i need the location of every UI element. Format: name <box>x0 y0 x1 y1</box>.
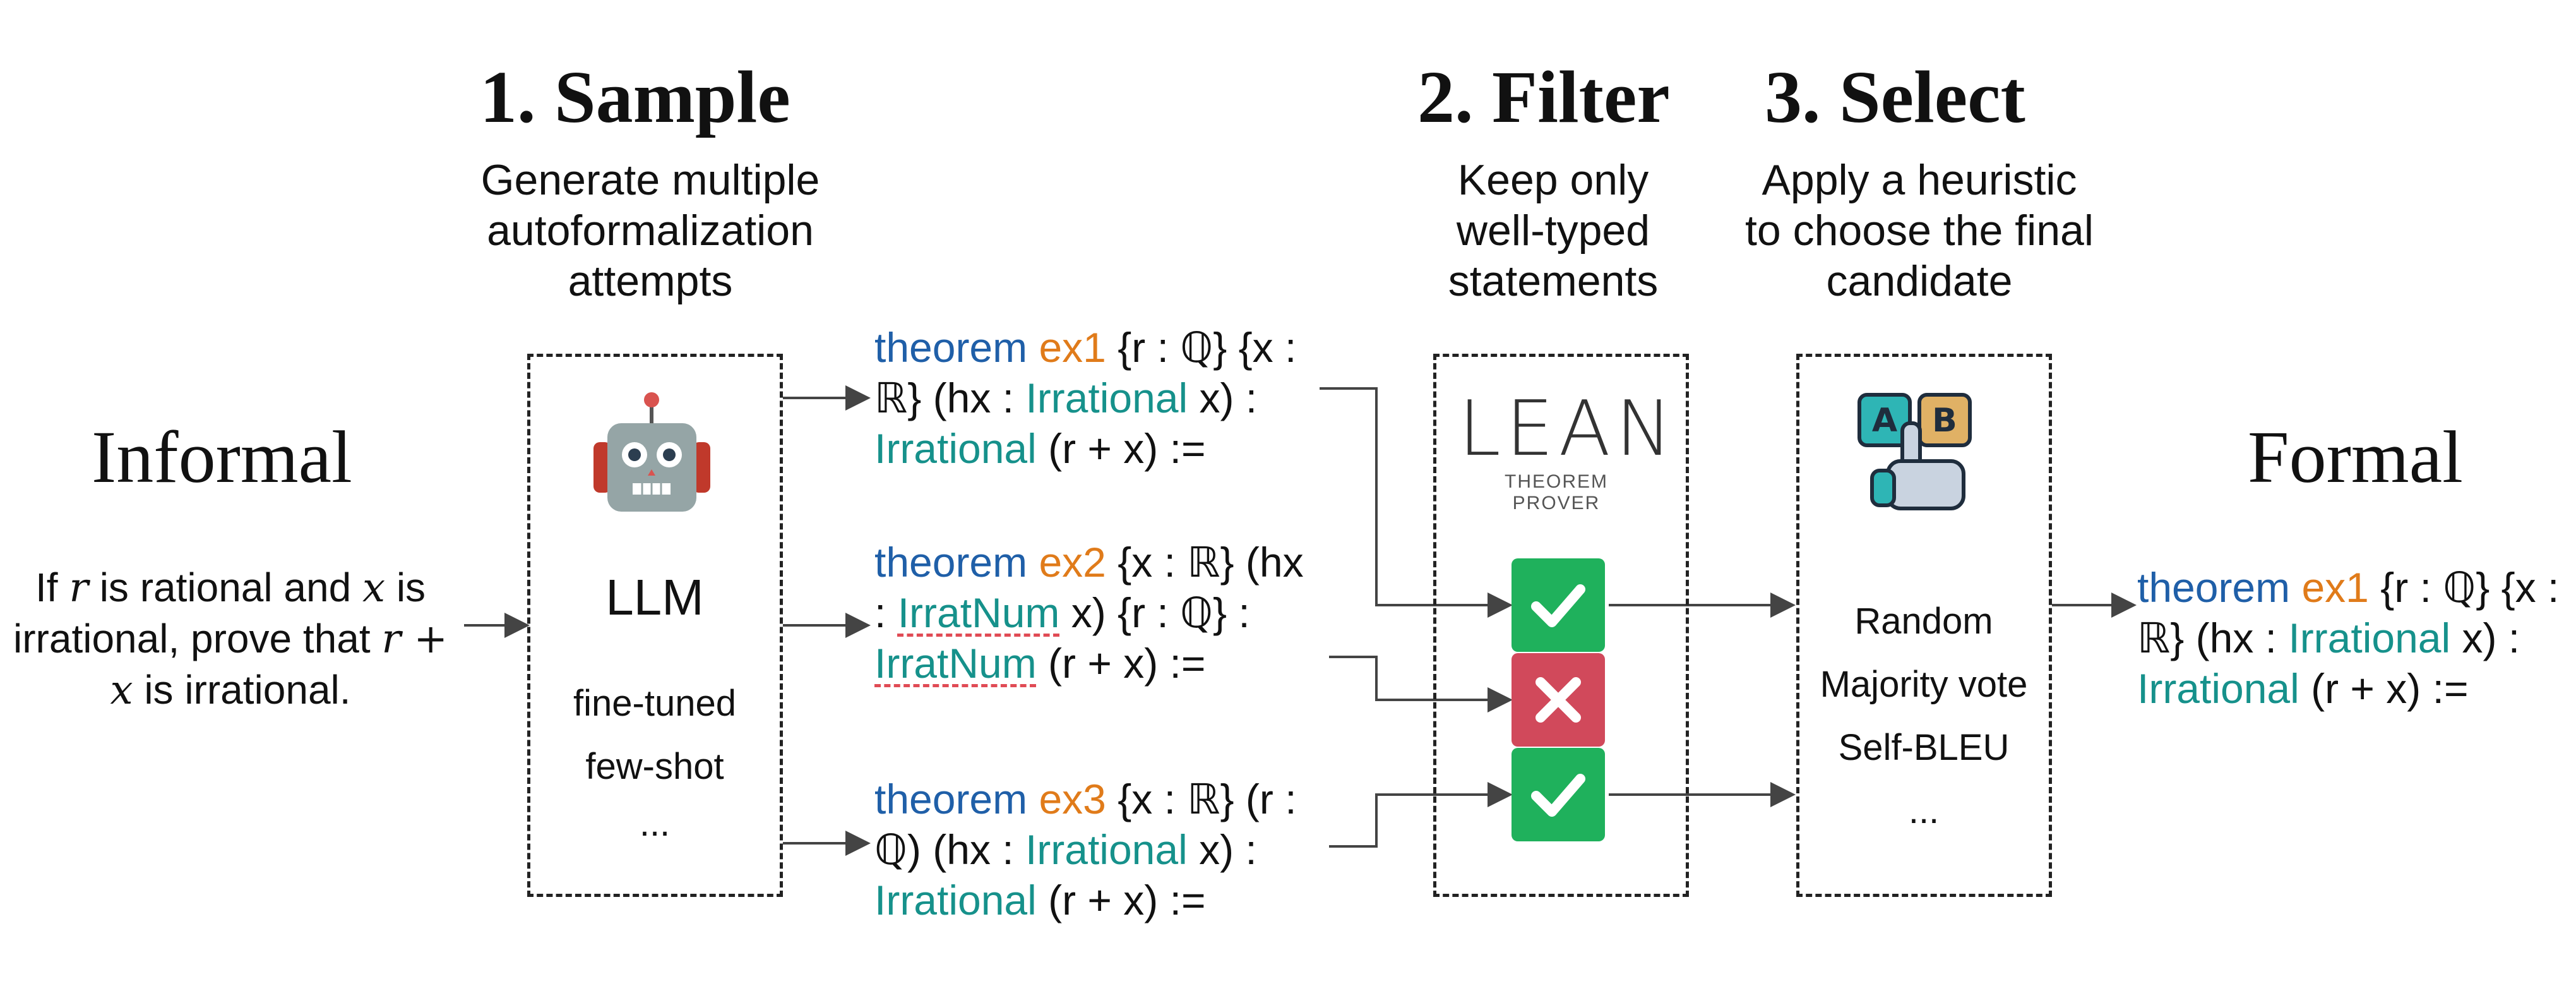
step-select-desc: Apply a heuristic to choose the final ca… <box>1745 156 2094 305</box>
check-icon <box>1531 774 1585 817</box>
llm-label: LLM <box>605 569 704 625</box>
llm-item-finetuned: fine-tuned <box>573 683 736 724</box>
cross-icon <box>1535 677 1581 723</box>
theorem-name: ex2 <box>1039 539 1106 586</box>
type-name: Irrational <box>1025 375 1188 421</box>
keyword-theorem: theorem <box>874 539 1028 586</box>
pass-badge-ex1 <box>1512 558 1605 652</box>
keyword-theorem: theorem <box>874 324 1028 371</box>
step-select-title: 3. Select <box>1765 56 2025 138</box>
lean-logo: LEAN THEOREM PROVER <box>1458 385 1678 514</box>
code-text: (r + x) := <box>1036 877 1206 923</box>
type-name: Irrational <box>2137 665 2299 712</box>
step-sample-desc: Generate multiple autoformalization atte… <box>480 156 820 305</box>
formal-label: Formal <box>2248 416 2463 498</box>
candidate-ex3: theorem ex3 {x : ℝ} (r : ℚ) (hx : Irrati… <box>874 774 1316 925</box>
type-name: Irrational <box>2288 615 2451 661</box>
arrow-ex3-to-check2 <box>1329 782 1513 848</box>
select-item-random: Random <box>1854 601 1993 642</box>
code-text: x) : <box>2450 615 2520 661</box>
filter-box <box>1433 354 1689 897</box>
code-text: {x : ℝ} (r : ℚ) (hx : <box>874 776 1297 873</box>
type-name-error: IrratNum <box>874 640 1037 687</box>
step-sample-title: 1. Sample <box>480 56 790 138</box>
lean-logo-mark: LEAN <box>1458 385 1678 473</box>
keyword-theorem: theorem <box>2137 564 2291 611</box>
llm-item-fewshot: few-shot <box>585 746 724 787</box>
code-text: x) : <box>1187 826 1257 873</box>
theorem-name: ex3 <box>1039 776 1106 822</box>
select-item-self-bleu: Self-BLEU <box>1838 727 2010 768</box>
theorem-name: ex1 <box>1039 324 1106 371</box>
informal-part: is irrational. <box>133 667 351 712</box>
expr-r-plus-x: r + x <box>110 616 448 714</box>
informal-statement: If r is rational and x is irrational, pr… <box>0 562 461 716</box>
code-text: x) : <box>1188 375 1258 421</box>
informal-part: is rational and <box>88 565 362 610</box>
check-icon <box>1531 584 1585 627</box>
code-text: {r : ℚ} {x : ℝ} (hx : <box>2137 564 2560 661</box>
candidate-ex1: theorem ex1 {r : ℚ} {x : ℝ} (hx : Irrati… <box>874 322 1316 474</box>
code-text: {x : ℝ} (hx : <box>874 539 1304 636</box>
type-name: Irrational <box>874 877 1037 923</box>
var-r: r <box>69 565 88 611</box>
fail-badge-ex2 <box>1512 653 1605 747</box>
code-text: (r + x) := <box>1036 425 1206 472</box>
code-text: (r + x) := <box>1036 640 1206 687</box>
llm-item-ellipsis: ... <box>639 803 671 844</box>
select-item-majority-vote: Majority vote <box>1820 664 2028 705</box>
step-filter-title: 2. Filter <box>1417 56 1670 138</box>
theorem-name: ex1 <box>2301 564 2369 611</box>
lean-logo-subtitle: THEOREM PROVER <box>1505 471 1608 514</box>
llm-box <box>527 354 783 897</box>
step-filter-desc: Keep only well-typed statements <box>1448 156 1659 305</box>
code-text: x) {r : ℚ} : <box>1059 589 1250 636</box>
arrow-ex1-to-check1 <box>1320 387 1513 618</box>
ab-choice-hand-icon: A B <box>1857 393 1972 510</box>
svg-text:A: A <box>1872 402 1897 440</box>
type-name: Irrational <box>1025 826 1188 873</box>
select-box <box>1796 354 2052 897</box>
type-name-error: IrratNum <box>897 589 1060 636</box>
type-name: Irrational <box>874 425 1037 472</box>
code-text: {r : ℚ} {x : ℝ} (hx : <box>874 324 1297 421</box>
robot-icon <box>593 392 710 512</box>
var-x: x <box>362 565 386 611</box>
informal-label: Informal <box>92 416 352 498</box>
pass-badge-ex3 <box>1512 748 1605 841</box>
code-text: (r + x) := <box>2299 665 2469 712</box>
informal-part: If <box>35 565 69 610</box>
informal-part: is irrational, prove that <box>13 565 426 661</box>
keyword-theorem: theorem <box>874 776 1028 822</box>
select-item-ellipsis: ... <box>1908 790 1940 831</box>
final-statement: theorem ex1 {r : ℚ} {x : ℝ} (hx : Irrati… <box>2137 562 2573 714</box>
candidate-ex2: theorem ex2 {x : ℝ} (hx : IrratNum x) {r… <box>874 537 1316 688</box>
arrow-ex2-to-cross <box>1329 656 1513 712</box>
svg-text:B: B <box>1932 402 1957 440</box>
